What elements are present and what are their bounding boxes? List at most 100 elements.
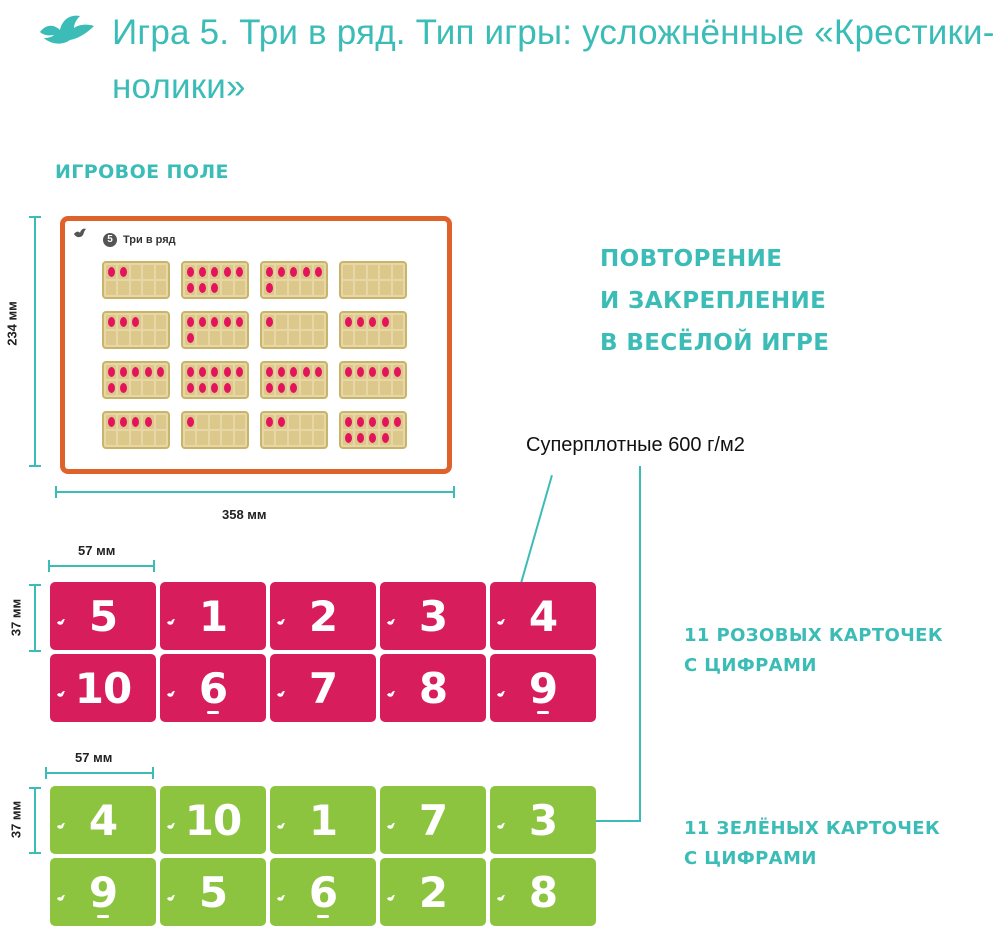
ten-frame: [102, 311, 170, 349]
counter-dot: [264, 365, 275, 379]
pink-cards-heading: 11 РОЗОВЫХ КАРТОЧЕК С ЦИФРАМИ: [684, 621, 1002, 681]
frame-cell: [264, 431, 275, 445]
counter-dot: [367, 365, 379, 379]
frame-cell: [276, 281, 287, 295]
frame-cell: [143, 431, 154, 445]
frame-cell: [185, 431, 196, 445]
frame-cell: [143, 315, 154, 329]
frame-cell: [355, 265, 366, 279]
frame-cell: [313, 431, 324, 445]
counter-dot: [209, 381, 221, 395]
counter-dot: [222, 365, 233, 379]
bird-icon: [74, 228, 86, 238]
bird-icon: [56, 587, 66, 625]
frame-cell: [288, 415, 300, 429]
pink-heading-line-1: 11 РОЗОВЫХ КАРТОЧЕК: [684, 625, 943, 646]
green-leader-line-v: [639, 466, 641, 821]
card-number: 9: [88, 867, 118, 917]
bird-icon: [166, 659, 176, 697]
frame-cell: [118, 331, 129, 345]
counter-dot: [155, 365, 166, 379]
board-height-line: [34, 216, 36, 466]
green-number-card: 9: [50, 858, 156, 926]
frame-cell: [155, 431, 166, 445]
frame-cell: [288, 315, 300, 329]
pink-number-card: 2: [270, 582, 376, 650]
frame-cell: [288, 281, 300, 295]
bird-icon: [166, 791, 176, 829]
pink-number-card: 7: [270, 654, 376, 722]
counter-dot: [367, 415, 379, 429]
green-number-card: 4: [50, 786, 156, 854]
promo-line-1: ПОВТОРЕНИЕ: [600, 246, 783, 272]
board-width-label: 358 мм: [222, 507, 267, 522]
counter-dot: [185, 315, 196, 329]
frame-cell: [234, 431, 245, 445]
pink-heading-line-2: С ЦИФРАМИ: [684, 655, 817, 676]
frame-cell: [301, 415, 312, 429]
pink-number-card: 10: [50, 654, 156, 722]
frame-cell: [288, 431, 300, 445]
counter-dot: [106, 415, 117, 429]
board-width-tick-left: [55, 486, 57, 498]
counter-dot: [288, 365, 300, 379]
green-card-width-tick-r: [152, 767, 154, 779]
promo-line-2: И ЗАКРЕПЛЕНИЕ: [600, 288, 827, 314]
card-number: 1: [198, 591, 228, 641]
frame-cell: [343, 281, 354, 295]
counter-dot: [130, 365, 142, 379]
counter-dot: [143, 365, 154, 379]
pink-card-width-line: [48, 565, 154, 567]
frame-cell: [155, 415, 166, 429]
frame-cell: [130, 265, 142, 279]
bird-icon: [56, 791, 66, 829]
green-heading-line-1: 11 ЗЕЛЁНЫХ КАРТОЧЕК: [684, 818, 941, 839]
counter-dot: [106, 315, 117, 329]
counter-dot: [185, 281, 196, 295]
counter-dot: [313, 365, 324, 379]
card-number: 6: [198, 663, 228, 713]
counter-dot: [197, 315, 208, 329]
bird-icon: [166, 863, 176, 901]
counter-dot: [380, 315, 391, 329]
counter-dot: [130, 315, 142, 329]
counter-dot: [288, 265, 300, 279]
bird-icon: [496, 659, 506, 697]
frame-cell: [197, 331, 208, 345]
counter-dot: [313, 265, 324, 279]
frame-cell: [276, 315, 287, 329]
counter-dot: [185, 265, 196, 279]
bird-icon: [276, 791, 286, 829]
green-leader-line-h: [586, 820, 641, 822]
pink-card-height-line: [34, 584, 36, 652]
bird-icon: [166, 587, 176, 625]
density-label: Суперплотные 600 г/м2: [526, 434, 745, 456]
frame-cell: [155, 381, 166, 395]
frame-cell: [367, 331, 379, 345]
pink-card-width-tick-l: [48, 560, 50, 572]
counter-dot: [106, 381, 117, 395]
counter-dot: [276, 365, 287, 379]
counter-dot: [380, 365, 391, 379]
frame-cell: [209, 331, 221, 345]
green-number-card: 6: [270, 858, 376, 926]
counter-dot: [197, 265, 208, 279]
card-number: 3: [418, 591, 448, 641]
frame-cell: [130, 331, 142, 345]
counter-dot: [380, 415, 391, 429]
frame-cell: [343, 331, 354, 345]
counter-dot: [343, 415, 354, 429]
frame-cell: [143, 281, 154, 295]
pink-number-card: 3: [380, 582, 486, 650]
counter-dot: [185, 415, 196, 429]
orientation-underline: [207, 711, 219, 714]
frame-cell: [313, 281, 324, 295]
board-height-label: 234 мм: [4, 301, 20, 346]
frame-cell: [264, 331, 275, 345]
bird-icon: [276, 587, 286, 625]
green-number-card: 2: [380, 858, 486, 926]
frame-cell: [276, 431, 287, 445]
counter-dot: [106, 265, 117, 279]
pink-number-card: 5: [50, 582, 156, 650]
counter-dot: [234, 315, 245, 329]
